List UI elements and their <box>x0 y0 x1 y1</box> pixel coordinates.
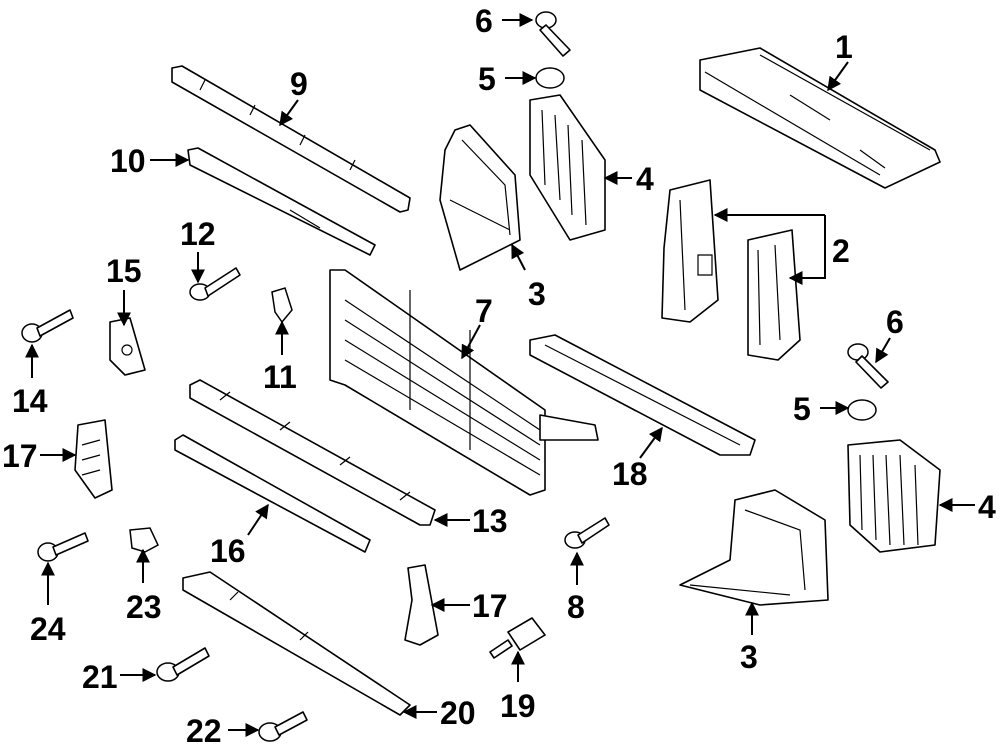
part-22-bolt <box>258 711 308 742</box>
part-3-deflector-lower <box>679 489 829 606</box>
callout-6-lower: 6 <box>886 304 904 340</box>
part-20-lower-support <box>182 571 411 716</box>
callout-19: 19 <box>500 688 536 724</box>
callout-20: 20 <box>440 695 476 731</box>
callout-15: 15 <box>106 253 142 289</box>
part-9-upper-absorber <box>171 65 411 213</box>
part-13-lower-absorber <box>189 379 436 526</box>
callout-3-upper: 3 <box>528 276 546 312</box>
callout-7: 7 <box>475 293 493 329</box>
callout-5-lower: 5 <box>793 391 811 427</box>
part-6-bolt-lower <box>847 343 889 389</box>
callout-12: 12 <box>180 216 216 252</box>
callout-4-lower: 4 <box>978 489 996 525</box>
part-18-lower-duct <box>529 334 756 456</box>
part-7-grille-shutter <box>329 269 599 496</box>
callout-5-upper: 5 <box>478 61 496 97</box>
part-4-radiator-lower <box>847 439 941 553</box>
callout-3-lower: 3 <box>740 639 758 675</box>
callout-24: 24 <box>30 611 66 647</box>
part-3-deflector-upper <box>439 124 521 271</box>
callout-2: 2 <box>832 233 850 269</box>
callout-21: 21 <box>82 659 118 695</box>
part-24-bolt <box>37 532 89 562</box>
callout-10: 10 <box>110 143 146 179</box>
part-8-bolt <box>564 517 610 549</box>
part-2-brackets <box>661 179 801 361</box>
part-15-bracket <box>109 317 146 376</box>
callout-13: 13 <box>472 503 508 539</box>
callout-14: 14 <box>12 383 48 419</box>
part-10-upper-seal <box>187 147 376 256</box>
callout-16: 16 <box>210 533 246 569</box>
part-21-bolt <box>156 647 210 682</box>
callout-labels: 1 2 3 3 4 4 5 5 6 6 7 8 9 10 11 12 13 14… <box>2 3 996 749</box>
part-5-cap-upper <box>535 67 565 89</box>
part-11-clip <box>271 287 293 324</box>
callout-6-upper: 6 <box>475 3 493 39</box>
part-5-cap-lower <box>847 399 877 421</box>
part-17-side-bracket-left <box>74 419 113 499</box>
part-6-bolt-upper <box>535 11 571 57</box>
callout-17-center: 17 <box>472 588 508 624</box>
callout-22: 22 <box>186 713 222 749</box>
part-14-bolt <box>21 309 74 343</box>
part-1-air-duct <box>699 47 941 189</box>
part-16-lower-strip <box>174 434 371 553</box>
part-19-sensor <box>489 617 546 659</box>
leader-lines <box>25 13 975 737</box>
callout-8: 8 <box>567 589 585 625</box>
part-23-clip <box>129 527 159 553</box>
callout-18: 18 <box>612 456 648 492</box>
part-4-radiator-upper <box>529 94 606 241</box>
callout-17-left: 17 <box>2 438 38 474</box>
callout-23: 23 <box>126 589 162 625</box>
callout-9: 9 <box>290 66 308 102</box>
part-12-bolt <box>189 267 241 301</box>
callout-4-upper: 4 <box>636 161 654 197</box>
callout-1: 1 <box>835 29 853 65</box>
callout-11: 11 <box>263 359 297 395</box>
part-17-bracket-center <box>404 564 439 646</box>
